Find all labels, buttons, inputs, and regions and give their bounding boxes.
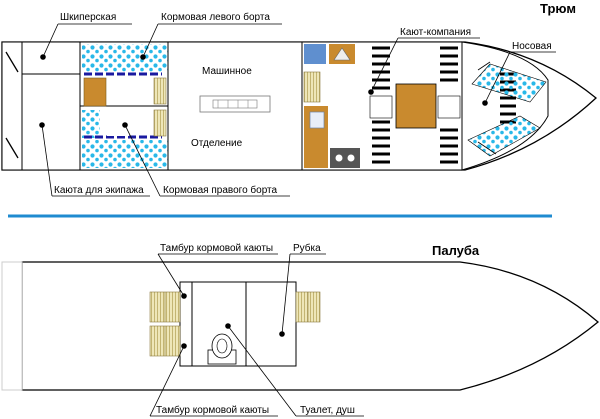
- vestibule-top-label: Тамбур кормовой каюты: [160, 242, 273, 254]
- skipper-label: Шкиперская: [60, 12, 116, 23]
- saloon-table: [395, 83, 437, 129]
- hold-title: Трюм: [540, 1, 576, 16]
- galley-window-icon: [304, 44, 326, 64]
- deck-plan: Тамбур кормовой каюты Рубка Тамбур кормо…: [1, 242, 600, 417]
- deck-hull-outline: [21, 261, 600, 391]
- aft-port-table: [83, 77, 107, 107]
- toilet-label: Туалет, душ: [300, 405, 355, 416]
- toilet-icon: [207, 333, 237, 365]
- crew-cabin-room: [21, 73, 81, 171]
- deck-house: [179, 281, 297, 367]
- engine-room-label-2: Отделение: [191, 138, 243, 149]
- crew-cabin-label: Каюта для экипажа: [54, 185, 144, 196]
- bow-bunk-bottom: [467, 115, 541, 157]
- aft-starboard-label: Кормовая правого борта: [163, 184, 278, 196]
- aft-starboard-table: [107, 110, 129, 136]
- wheelhouse-label: Рубка: [293, 242, 321, 254]
- engine-room-label-1: Машинное: [202, 66, 252, 77]
- skipper-room: [21, 41, 81, 75]
- deck-stern-block: [1, 261, 23, 391]
- saloon-label: Кают-компания: [400, 27, 471, 38]
- vestibule-bottom-label: Тамбур кормовой каюты: [156, 404, 269, 416]
- bow-bunk-top: [471, 63, 547, 103]
- saloon-seating: [369, 46, 461, 164]
- deck-title: Палуба: [432, 243, 480, 258]
- hold-plan: Машинное Отделение: [1, 1, 597, 197]
- aft-port-label: Кормовая левого борта: [161, 11, 270, 23]
- bow-label: Носовая: [512, 41, 552, 52]
- engine-icon: [199, 95, 271, 113]
